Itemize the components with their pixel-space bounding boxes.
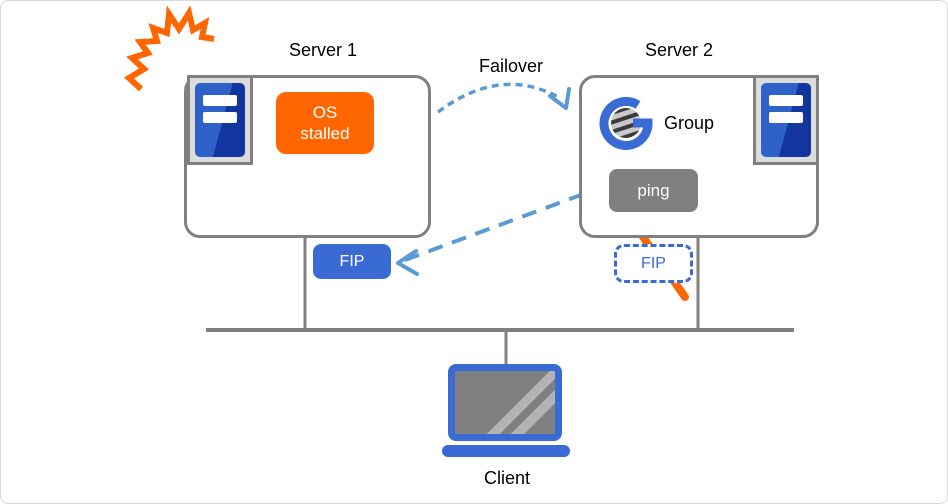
fip-transfer-arrow-icon [404,187,598,262]
failover-arrow-icon [436,82,561,114]
server-tower-icon [195,83,245,157]
server-tower-icon [761,83,811,157]
laptop-base-icon [442,445,570,457]
server1-label: Server 1 [288,40,358,60]
group-icon [599,96,653,150]
group-label: Group [663,113,715,133]
server2-label: Server 2 [644,40,714,60]
failover-label: Failover [478,56,544,76]
failover-arrowhead-icon [548,87,571,110]
client-label: Client [483,468,531,488]
fip-transfer-arrowhead-left-icon [396,249,419,276]
ping-badge: ping [609,169,698,212]
server1-server-icon [187,75,253,165]
fip-inactive-badge: FIP [614,244,693,283]
server2-server-icon [753,75,819,165]
group-globe-icon [611,108,641,138]
os-stalled-badge: OS stalled [276,92,374,154]
fip-active-badge: FIP [313,244,391,279]
group-g-arc-icon [599,96,653,150]
explosion-icon [124,5,215,92]
laptop-icon [448,364,562,441]
